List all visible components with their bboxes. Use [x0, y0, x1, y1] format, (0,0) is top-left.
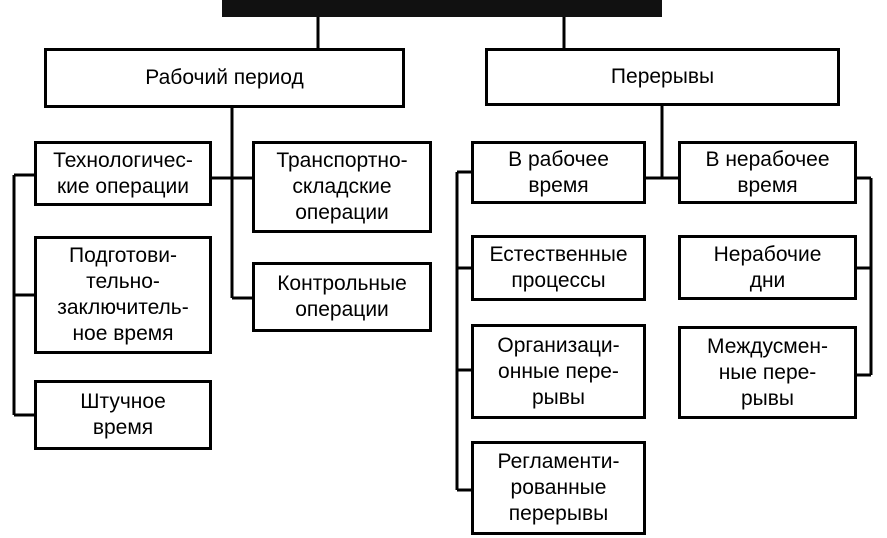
node-shift-breaks: Междусмен- ные пере- рывы [678, 326, 857, 419]
node-working-time: В рабочее время [471, 141, 646, 204]
node-preparatory-time: Подготови- тельно- заключитель- ное врем… [34, 236, 212, 354]
node-regulated-breaks: Регламенти- рованные перерывы [471, 441, 646, 535]
node-control-operations: Контрольные операции [252, 262, 432, 332]
node-technological-operations: Технологичес- кие операции [34, 141, 212, 206]
root-node [222, 0, 662, 17]
node-non-working-days: Нерабочие дни [678, 235, 857, 300]
node-piece-time: Штучное время [34, 380, 212, 450]
node-non-working-time: В нерабочее время [678, 141, 857, 204]
node-breaks: Перерывы [485, 48, 840, 106]
node-working-period: Рабочий период [44, 48, 405, 108]
node-natural-processes: Естественные процессы [471, 235, 646, 301]
node-transport-operations: Транспортно- складские операции [252, 141, 432, 233]
node-organizational-breaks: Организаци- онные пере- рывы [471, 324, 646, 419]
